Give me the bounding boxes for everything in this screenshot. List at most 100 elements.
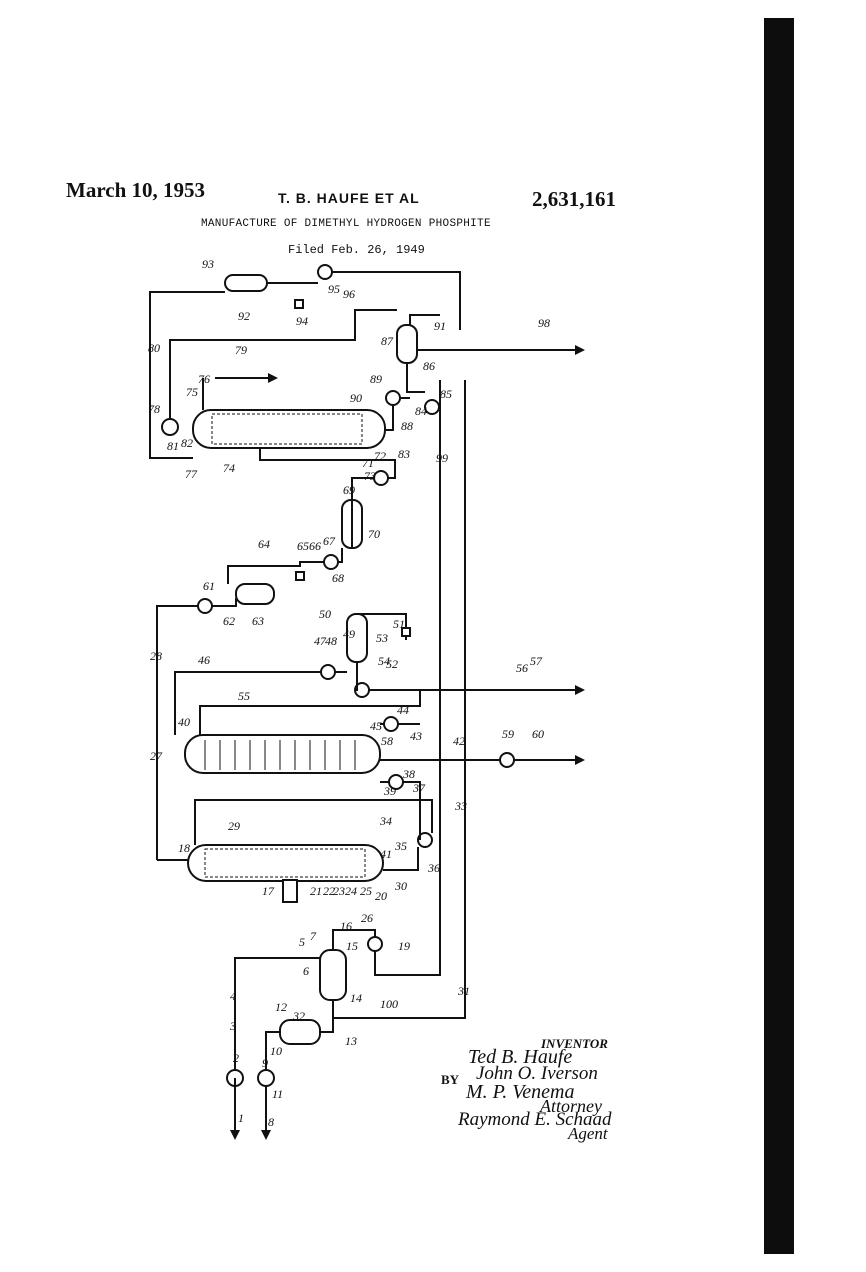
numeral-36: 36 xyxy=(427,861,440,875)
numeral-15: 15 xyxy=(346,939,358,953)
numeral-28: 28 xyxy=(150,649,162,663)
numeral-27: 27 xyxy=(150,749,163,763)
numeral-88: 88 xyxy=(401,419,413,433)
pump-9 xyxy=(257,1069,275,1087)
by-label: BY xyxy=(441,1072,460,1087)
numeral-8: 8 xyxy=(268,1115,274,1129)
numeral-18: 18 xyxy=(178,841,190,855)
numeral-14: 14 xyxy=(350,991,362,1005)
pipe-62 xyxy=(212,598,237,607)
numeral-6: 6 xyxy=(303,964,309,978)
attorney-signature: M. P. Venema xyxy=(466,1081,575,1103)
pipe-86 xyxy=(332,271,461,330)
numeral-72: 72 xyxy=(374,449,386,463)
numeral-11: 11 xyxy=(272,1087,283,1101)
pipe-27 xyxy=(156,605,198,860)
numeral-50: 50 xyxy=(319,607,331,621)
numeral-83: 83 xyxy=(398,447,410,461)
pipe-8 xyxy=(265,1031,280,1130)
numeral-99: 99 xyxy=(436,451,448,465)
numeral-5: 5 xyxy=(299,935,305,949)
valve-66 xyxy=(295,571,305,581)
numeral-7: 7 xyxy=(310,929,317,943)
numeral-96: 96 xyxy=(343,287,355,301)
numeral-58: 58 xyxy=(381,734,393,748)
numeral-53: 53 xyxy=(376,631,388,645)
numeral-59: 59 xyxy=(502,727,514,741)
numeral-90: 90 xyxy=(350,391,362,405)
packing-74 xyxy=(211,413,363,445)
numeral-51: 51 xyxy=(393,617,405,631)
numeral-42: 42 xyxy=(453,734,465,748)
packing-18 xyxy=(204,848,366,878)
heat-exchanger-17 xyxy=(282,879,298,903)
pump-85 xyxy=(424,399,440,415)
numeral-71: 71 xyxy=(362,456,374,470)
numeral-12: 12 xyxy=(275,1000,287,1014)
numeral-44: 44 xyxy=(397,703,409,717)
pipe-46 xyxy=(174,671,321,735)
numeral-67: 67 xyxy=(323,534,336,548)
pump-36 xyxy=(417,832,433,848)
pump-96 xyxy=(317,264,333,280)
numeral-16: 16 xyxy=(340,919,352,933)
numeral-89: 89 xyxy=(370,372,382,386)
numeral-40: 40 xyxy=(178,715,190,729)
numeral-79: 79 xyxy=(235,343,247,357)
reference-numerals: 1 2 3 4 5 6 7 8 9 10 11 12 13 14 15 16 1… xyxy=(148,257,550,1129)
reactor-5 xyxy=(319,949,347,1001)
numeral-29: 29 xyxy=(228,819,240,833)
patent-number: 2,631,161 xyxy=(532,187,616,211)
numeral-49: 49 xyxy=(343,627,355,641)
pipe-37 xyxy=(380,781,421,840)
drum-87 xyxy=(396,324,418,364)
column-40 xyxy=(184,734,381,774)
numeral-69: 69 xyxy=(343,483,355,497)
pump-59 xyxy=(499,752,515,768)
valve-94 xyxy=(294,299,304,309)
pump-18 xyxy=(367,936,383,952)
numeral-61: 61 xyxy=(203,579,215,593)
inventor-signature-2: John O. Iverson xyxy=(476,1063,598,1084)
pipe-84 xyxy=(406,363,425,393)
pump-67 xyxy=(323,554,339,570)
pipe-31 xyxy=(333,380,466,1019)
numeral-92: 92 xyxy=(238,309,250,323)
numeral-3: 3 xyxy=(229,1019,236,1033)
numeral-63: 63 xyxy=(252,614,264,628)
pipe-88 xyxy=(385,397,410,431)
numeral-75: 75 xyxy=(186,385,198,399)
numeral-87: 87 xyxy=(381,334,394,348)
numeral-81: 81 xyxy=(167,439,179,453)
numeral-65: 65 xyxy=(297,539,309,553)
numeral-22: 22 xyxy=(323,884,335,898)
numeral-76: 76 xyxy=(198,372,210,386)
numeral-95: 95 xyxy=(328,282,340,296)
numeral-82: 82 xyxy=(181,436,193,450)
numeral-47: 47 xyxy=(314,634,327,648)
numeral-86: 86 xyxy=(423,359,435,373)
pipe-16 xyxy=(332,929,376,950)
pipe-68 xyxy=(338,548,343,563)
numeral-17: 17 xyxy=(262,884,275,898)
patent-title: MANUFACTURE OF DIMETHYL HYDROGEN PHOSPHI… xyxy=(201,218,491,230)
numeral-31: 31 xyxy=(457,984,470,998)
column-74 xyxy=(192,409,386,449)
pipe-52 xyxy=(355,662,358,691)
numeral-19: 19 xyxy=(398,939,410,953)
numeral-45: 45 xyxy=(370,719,382,733)
numeral-10: 10 xyxy=(270,1044,282,1058)
numeral-33: 33 xyxy=(454,799,467,813)
numeral-78: 78 xyxy=(148,402,160,416)
pump-89 xyxy=(385,390,401,406)
pipe-64 xyxy=(227,561,324,584)
numeral-34: 34 xyxy=(379,814,392,828)
valve-51 xyxy=(401,627,411,637)
numeral-13: 13 xyxy=(345,1034,357,1048)
pump-78 xyxy=(161,418,179,436)
numeral-77: 77 xyxy=(185,467,198,481)
pipe-99 xyxy=(374,380,441,976)
numeral-94: 94 xyxy=(296,314,308,328)
pipe-77 xyxy=(149,427,193,459)
patent-date: March 10, 1953 xyxy=(66,178,206,202)
